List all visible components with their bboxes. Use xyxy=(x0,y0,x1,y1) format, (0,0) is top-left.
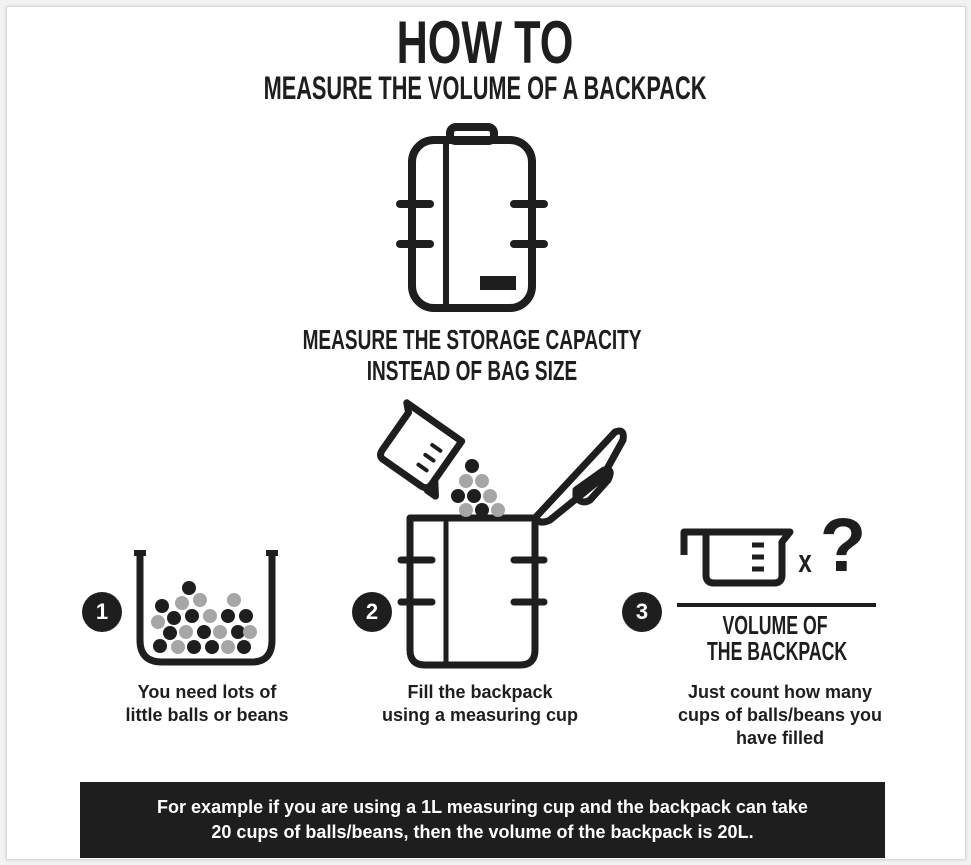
ball xyxy=(197,625,211,639)
ball xyxy=(163,626,177,640)
step-2-line-2: using a measuring cup xyxy=(381,705,579,725)
ball xyxy=(167,611,181,625)
step-3-badge: 3 xyxy=(622,592,662,632)
ball xyxy=(151,615,165,629)
ball xyxy=(231,625,245,639)
ball xyxy=(171,640,185,654)
ball xyxy=(175,596,189,610)
result-line-2: THE BACKPACK xyxy=(707,636,848,666)
step-2-text: Fill the backpack using a measuring cup xyxy=(380,681,580,727)
ball xyxy=(193,593,207,607)
step-2-badge: 2 xyxy=(352,592,392,632)
ball xyxy=(483,489,497,503)
ball xyxy=(239,609,253,623)
example-note: For example if you are using a 1L measur… xyxy=(80,782,885,858)
step-3-text: Just count how many cups of balls/beans … xyxy=(660,681,900,750)
backpack-icon xyxy=(396,123,548,312)
intro-line-1: MEASURE THE STORAGE CAPACITY xyxy=(302,324,642,355)
step-1-badge: 1 xyxy=(82,592,122,632)
ball xyxy=(179,625,193,639)
step-3-line-3: have filled xyxy=(735,728,825,748)
result-line-1: VOLUME OF xyxy=(722,610,828,640)
intro-line-2: INSTEAD OF BAG SIZE xyxy=(366,355,578,386)
question-mark: ? xyxy=(819,503,867,588)
step-3-line-1: Just count how many xyxy=(687,682,873,702)
step-1-text: You need lots of little balls or beans xyxy=(107,681,307,727)
ball xyxy=(467,489,481,503)
example-line-2: 20 cups of balls/beans, then the volume … xyxy=(211,822,754,842)
ball xyxy=(459,474,473,488)
ball xyxy=(237,640,251,654)
ball xyxy=(213,625,227,639)
step-1-line-2: little balls or beans xyxy=(125,705,289,725)
filling-backpack-icon xyxy=(377,399,627,669)
example-line-1: For example if you are using a 1L measur… xyxy=(157,797,808,817)
subtitle: MEASURE THE VOLUME OF A BACKPACK xyxy=(263,70,707,106)
ball xyxy=(475,503,489,517)
step-2-line-1: Fill the backpack xyxy=(407,682,553,702)
ball xyxy=(153,639,167,653)
step-1-line-1: You need lots of xyxy=(137,682,277,702)
times-sign: x xyxy=(798,543,812,579)
ball xyxy=(221,640,235,654)
ball xyxy=(187,640,201,654)
ball xyxy=(459,503,473,517)
ball xyxy=(185,609,199,623)
ball xyxy=(227,593,241,607)
ball xyxy=(203,609,217,623)
ball xyxy=(182,581,196,595)
ball xyxy=(491,503,505,517)
ball xyxy=(155,599,169,613)
ball xyxy=(221,609,235,623)
step-3-line-2: cups of balls/beans you xyxy=(677,705,883,725)
ball xyxy=(243,625,257,639)
ball xyxy=(451,489,465,503)
infographic-card xyxy=(6,6,966,860)
pot-with-balls-icon xyxy=(134,550,278,666)
ball xyxy=(205,640,219,654)
measuring-cup-icon xyxy=(680,528,794,587)
ball xyxy=(475,474,489,488)
title: HOW TO xyxy=(396,9,574,76)
ball xyxy=(465,459,479,473)
